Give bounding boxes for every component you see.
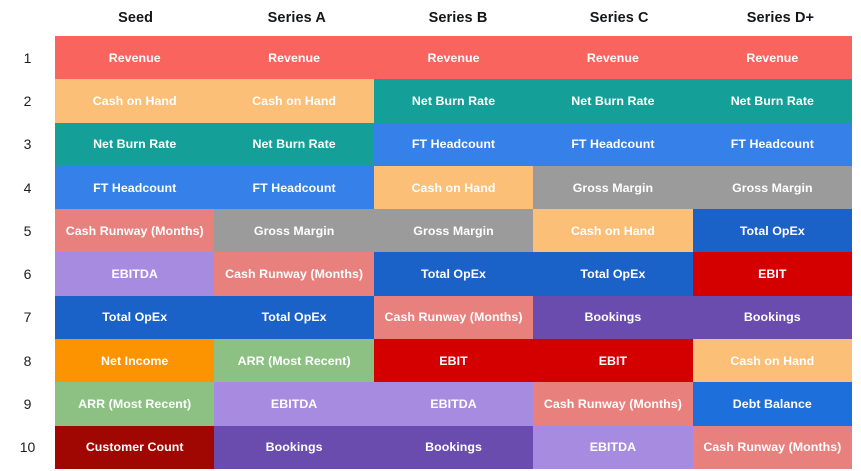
row-number-cell: 9 xyxy=(0,382,55,426)
metric-cell[interactable]: Total OpEx xyxy=(214,295,374,340)
column-header-series-dplus: Series D+ xyxy=(746,10,815,26)
column-header-series-b: Series B xyxy=(428,10,488,26)
metric-cell[interactable]: EBITDA xyxy=(533,425,693,469)
row-number-cell: 7 xyxy=(0,295,55,340)
metric-cell[interactable]: Gross Margin xyxy=(533,165,693,210)
metric-cell[interactable]: Revenue xyxy=(692,36,853,80)
metric-cell[interactable]: Net Burn Rate xyxy=(373,79,534,123)
metric-cell[interactable]: Cash Runway (Months) xyxy=(214,252,374,296)
metric-cell[interactable]: EBITDA xyxy=(214,382,374,426)
metric-cell[interactable]: FT Headcount xyxy=(214,165,374,210)
metric-cell[interactable]: Revenue xyxy=(214,36,374,80)
metric-cell[interactable]: Cash on Hand xyxy=(692,339,853,383)
table-header-row: Seed Series A Series B Series C Series D… xyxy=(0,0,861,36)
metric-cell[interactable]: Cash Runway (Months) xyxy=(373,295,534,340)
metric-cell[interactable]: Total OpEx xyxy=(692,209,853,253)
metric-cell[interactable]: Net Burn Rate xyxy=(533,79,693,123)
metric-cell[interactable]: EBIT xyxy=(373,339,534,383)
metric-cell[interactable]: Cash Runway (Months) xyxy=(55,209,215,253)
metric-cell[interactable]: EBITDA xyxy=(373,382,534,426)
column-header-seed: Seed xyxy=(118,10,154,26)
row-number-cell: 10 xyxy=(0,425,55,469)
metric-cell[interactable]: Bookings xyxy=(692,295,853,340)
metric-cell[interactable]: FT Headcount xyxy=(55,165,215,210)
metric-cell[interactable]: Revenue xyxy=(533,36,693,80)
metric-cell[interactable]: Net Burn Rate xyxy=(55,122,215,166)
metric-cell[interactable]: Customer Count xyxy=(55,425,215,469)
row-number-cell: 5 xyxy=(0,209,55,253)
metric-cell[interactable]: FT Headcount xyxy=(533,122,693,166)
metric-cell[interactable]: Total OpEx xyxy=(533,252,693,296)
row-number-cell: 2 xyxy=(0,79,55,123)
metric-cell[interactable]: Cash on Hand xyxy=(214,79,374,123)
metric-cell[interactable]: Revenue xyxy=(373,36,534,80)
metric-cell[interactable]: Bookings xyxy=(214,425,374,469)
metric-cell[interactable]: Gross Margin xyxy=(214,209,374,253)
metric-cell[interactable]: Cash on Hand xyxy=(55,79,215,123)
metric-cell[interactable]: Gross Margin xyxy=(373,209,534,253)
metric-cell[interactable]: Gross Margin xyxy=(692,165,853,210)
row-number-header-corner xyxy=(0,0,55,36)
row-number-cell: 1 xyxy=(0,36,55,80)
metric-cell[interactable]: Cash on Hand xyxy=(373,165,534,210)
metric-cell[interactable]: Debt Balance xyxy=(692,382,853,426)
row-number-cell: 8 xyxy=(0,339,55,383)
metric-cell[interactable]: Revenue xyxy=(55,36,215,80)
metric-cell[interactable]: Bookings xyxy=(533,295,693,340)
metric-cell[interactable]: Total OpEx xyxy=(373,252,534,296)
metric-cell[interactable]: Cash on Hand xyxy=(533,209,693,253)
metric-cell[interactable]: Net Burn Rate xyxy=(692,79,853,123)
metric-cell[interactable]: Total OpEx xyxy=(55,295,215,340)
column-header-series-c: Series C xyxy=(589,10,649,26)
metric-cell[interactable]: Net Burn Rate xyxy=(214,122,374,166)
row-number-cell: 3 xyxy=(0,122,55,166)
column-header-series-a: Series A xyxy=(267,10,326,26)
metric-cell[interactable]: Cash Runway (Months) xyxy=(533,382,693,426)
metric-cell[interactable]: FT Headcount xyxy=(373,122,534,166)
metric-cell[interactable]: EBITDA xyxy=(55,252,215,296)
metric-cell[interactable]: EBIT xyxy=(533,339,693,383)
metric-cell[interactable]: Net Income xyxy=(55,339,215,383)
metric-cell[interactable]: FT Headcount xyxy=(692,122,853,166)
metric-cell[interactable]: EBIT xyxy=(692,252,853,296)
row-number-cell: 4 xyxy=(0,165,55,210)
metric-cell[interactable]: Bookings xyxy=(373,425,534,469)
metric-cell[interactable]: ARR (Most Recent) xyxy=(214,339,374,383)
row-number-cell: 6 xyxy=(0,252,55,296)
metric-cell[interactable]: Cash Runway (Months) xyxy=(692,425,853,469)
metric-cell[interactable]: ARR (Most Recent) xyxy=(55,382,215,426)
